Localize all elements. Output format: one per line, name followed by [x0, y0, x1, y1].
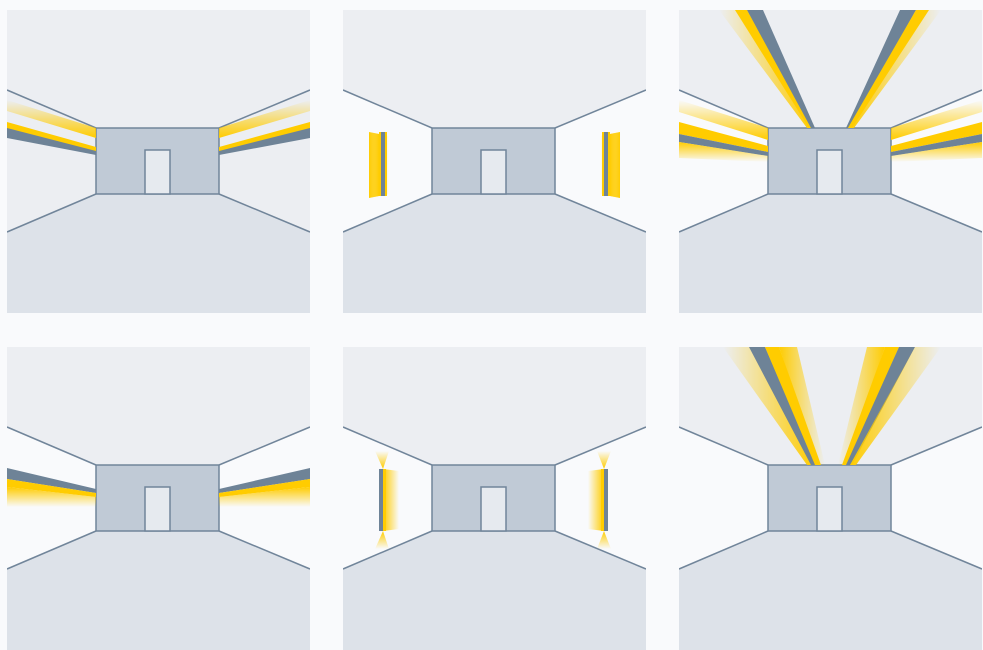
left-wall-vertical-fixture	[375, 451, 399, 549]
panel-wall-vertical-bar	[343, 10, 646, 313]
panel-wall-grazing-down	[7, 347, 310, 650]
panel-wall-vertical-bar-up-down	[343, 347, 646, 650]
left-wall-vertical-fixture	[369, 132, 389, 198]
panel-ceiling-and-wall-beams	[679, 10, 982, 313]
right-wall-vertical-fixture	[600, 132, 620, 198]
right-wall-vertical-fixture	[588, 451, 611, 549]
room-base	[7, 10, 310, 313]
right-wall-light-strip	[219, 468, 310, 507]
room-base	[679, 347, 982, 650]
left-wall-light-strip	[7, 468, 96, 507]
panel-ceiling-beams	[679, 347, 982, 650]
panel-wall-grazing-up	[7, 10, 310, 313]
room-base	[679, 10, 982, 313]
